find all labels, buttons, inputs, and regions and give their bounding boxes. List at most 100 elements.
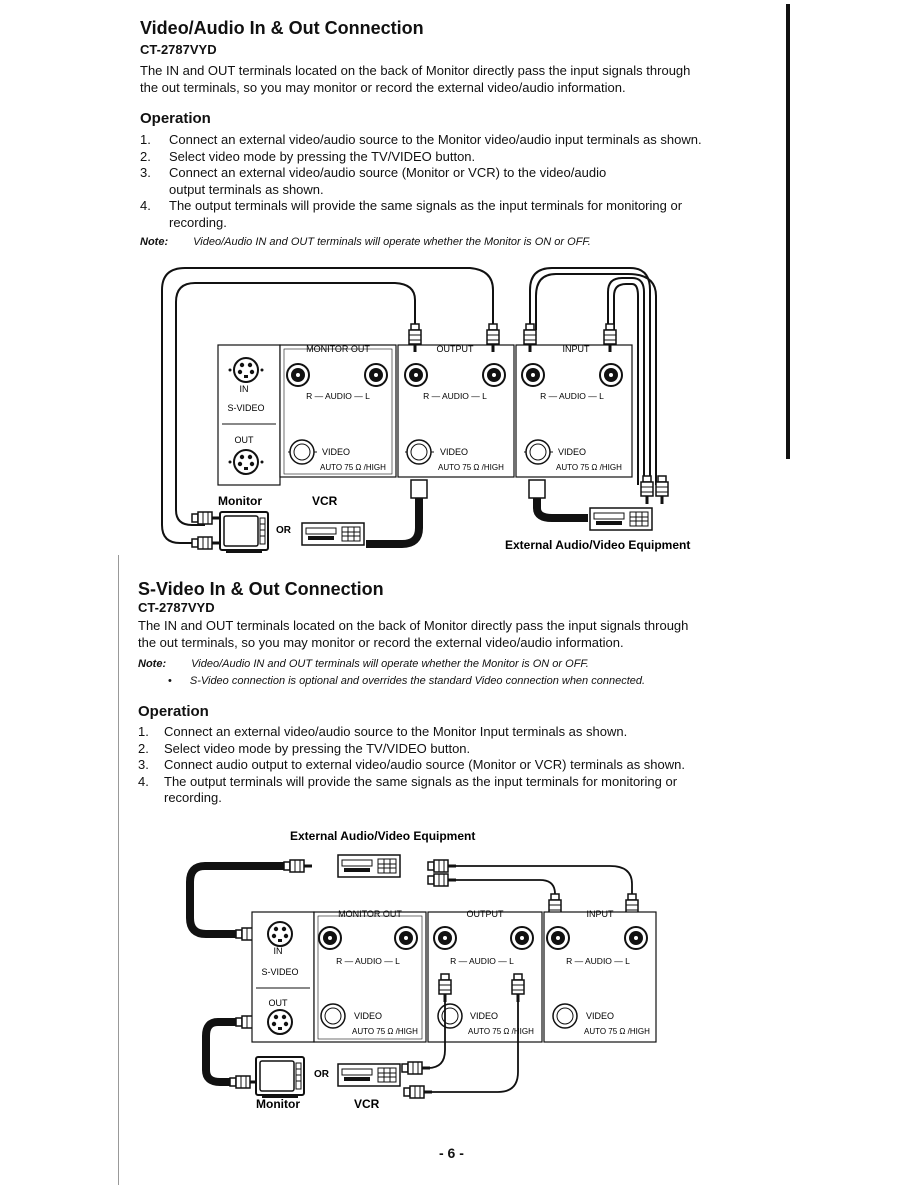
external-equipment-icon bbox=[589, 507, 653, 531]
step-text: The output terminals will provide the sa… bbox=[164, 773, 678, 789]
panel-monitor-out: MONITOR OUT R — AUDIO — L VIDEO AUTO 75 … bbox=[313, 909, 427, 1043]
video-label: VIDEO bbox=[586, 1011, 614, 1021]
step-number: 1. bbox=[140, 132, 151, 147]
right-margin-bar bbox=[786, 4, 790, 459]
bullet-icon: • bbox=[168, 675, 172, 687]
rca-plug-icon bbox=[191, 511, 221, 525]
intro-line: the out terminals, so you may monitor or… bbox=[140, 80, 626, 95]
intro-line: The IN and OUT terminals located on the … bbox=[138, 618, 689, 633]
step-text: The output terminals will provide the sa… bbox=[169, 198, 683, 214]
out-label: OUT bbox=[269, 998, 289, 1008]
monitor-out-label: MONITOR OUT bbox=[306, 344, 370, 354]
step-text: Connect an external video/audio source (… bbox=[169, 165, 607, 181]
cable-monitor-out-loop bbox=[161, 267, 494, 544]
svideo-label: S-VIDEO bbox=[261, 967, 298, 977]
audio-label: R — AUDIO — L bbox=[540, 391, 604, 401]
audio-cable-external-input bbox=[444, 865, 633, 898]
section2-bullet: • S-Video connection is optional and over… bbox=[168, 675, 645, 687]
panel-monitor-out: MONITOR OUT R — AUDIO — L VIDEO AUTO 75 … bbox=[279, 344, 397, 478]
section2-operation-heading: Operation bbox=[138, 703, 209, 720]
intro-line: the out terminals, so you may monitor or… bbox=[138, 635, 624, 650]
step-text: Connect an external video/audio source t… bbox=[169, 132, 702, 147]
in-label: IN bbox=[274, 946, 283, 956]
in-label: IN bbox=[240, 384, 249, 394]
external-equipment-icon bbox=[337, 854, 401, 878]
bullet-text: S-Video connection is optional and overr… bbox=[189, 675, 646, 687]
audio-label: R — AUDIO — L bbox=[423, 391, 487, 401]
section2-intro: The IN and OUT terminals located on the … bbox=[138, 617, 778, 651]
step-item: 4.The output terminals will provide the … bbox=[140, 198, 780, 231]
cable-input-loop bbox=[529, 267, 657, 485]
video-cable-input-external bbox=[528, 479, 588, 522]
step-number: 3. bbox=[138, 757, 149, 773]
auto-label: AUTO 75 Ω /HIGH bbox=[352, 1027, 418, 1036]
left-margin-line bbox=[118, 555, 119, 1185]
auto-label: AUTO 75 Ω /HIGH bbox=[320, 463, 386, 472]
rca-plug-icon bbox=[403, 1085, 433, 1099]
step-text: Connect an external video/audio source t… bbox=[164, 724, 628, 739]
svideo-cable-in bbox=[186, 862, 300, 938]
note-label: Note: bbox=[138, 658, 167, 670]
note-text: Video/Audio IN and OUT terminals will op… bbox=[193, 236, 591, 248]
step-text: output terminals as shown. bbox=[169, 181, 324, 197]
step-item: 3. Connect audio output to external video… bbox=[138, 757, 778, 774]
vcr-icon bbox=[301, 522, 365, 546]
step-item: 2.Select video mode by pressing the TV/V… bbox=[140, 149, 780, 166]
rca-plug-icon bbox=[401, 1061, 431, 1075]
step-number: 2. bbox=[138, 740, 149, 756]
panel-input: INPUT R — AUDIO — L VIDEO AUTO 75 Ω /HIG… bbox=[515, 344, 633, 478]
tv-monitor-icon bbox=[219, 511, 269, 554]
section1-model: CT-2787VYD bbox=[140, 42, 217, 57]
auto-label: AUTO 75 Ω /HIGH bbox=[438, 463, 504, 472]
video-label: VIDEO bbox=[470, 1011, 498, 1021]
intro-line: The IN and OUT terminals located on the … bbox=[140, 63, 691, 78]
out-label: OUT bbox=[235, 435, 255, 445]
auto-label: AUTO 75 Ω /HIGH bbox=[556, 463, 622, 472]
section1-intro: The IN and OUT terminals located on the … bbox=[140, 62, 780, 96]
output-label: OUTPUT bbox=[437, 344, 475, 354]
step-text: recording. bbox=[164, 790, 222, 806]
monitor-out-label: MONITOR OUT bbox=[338, 909, 402, 919]
connection-diagram-2: External Audio/Video Equipment IN S-VIDE… bbox=[186, 829, 657, 1111]
svideo-cable-out bbox=[202, 1018, 252, 1086]
rca-plug-icon bbox=[655, 475, 669, 505]
rca-plug-icon bbox=[427, 873, 457, 887]
step-item: 3.Connect an external video/audio source… bbox=[140, 165, 780, 198]
step-item: 1. Connect an external video/audio source… bbox=[140, 132, 780, 149]
section2-model: CT-2787VYD bbox=[138, 600, 215, 615]
audio-label: R — AUDIO — L bbox=[336, 956, 400, 966]
svideo-label: S-VIDEO bbox=[227, 403, 264, 413]
connection-diagram-1: IN S-VIDEO OUT MONITOR OUT R — AUDIO — L… bbox=[161, 267, 690, 554]
step-item: 2.Select video mode by pressing the TV/V… bbox=[138, 741, 778, 758]
vcr-label: VCR bbox=[354, 1097, 380, 1111]
auto-label: AUTO 75 Ω /HIGH bbox=[468, 1027, 534, 1036]
step-item: 4. The output terminals will provide the … bbox=[138, 774, 778, 807]
page-number: - 6 - bbox=[439, 1145, 464, 1161]
audio-label: R — AUDIO — L bbox=[306, 391, 370, 401]
section1-operation-heading: Operation bbox=[140, 110, 211, 127]
video-label: VIDEO bbox=[558, 447, 586, 457]
step-number: 2. bbox=[140, 148, 151, 164]
video-label: VIDEO bbox=[440, 447, 468, 457]
rca-plug-icon bbox=[427, 859, 457, 873]
video-cable-output-vcr bbox=[366, 479, 428, 548]
panel-input: INPUT R — AUDIO — L VIDEO AUTO 75 Ω /HIG… bbox=[543, 909, 657, 1043]
audio-label: R — AUDIO — L bbox=[566, 956, 630, 966]
note-label: Note: bbox=[140, 236, 169, 248]
video-label: VIDEO bbox=[354, 1011, 382, 1021]
monitor-label: Monitor bbox=[256, 1097, 300, 1111]
external-equipment-label: External Audio/Video Equipment bbox=[290, 829, 475, 843]
or-label: OR bbox=[314, 1069, 330, 1080]
rca-plug-icon bbox=[640, 475, 654, 505]
step-number: 4. bbox=[138, 773, 149, 789]
monitor-label: Monitor bbox=[218, 494, 262, 508]
external-equipment-label: External Audio/Video Equipment bbox=[505, 538, 690, 552]
section2-note: Note: Video/Audio IN and OUT terminals w… bbox=[138, 658, 589, 670]
vcr-icon bbox=[337, 1063, 401, 1087]
step-text: Connect audio output to external video/a… bbox=[164, 757, 685, 773]
vcr-label: VCR bbox=[312, 494, 338, 508]
tv-monitor-icon bbox=[255, 1056, 305, 1099]
svideo-plug-icon bbox=[283, 859, 313, 873]
output-label: OUTPUT bbox=[467, 909, 505, 919]
step-number: 1. bbox=[138, 724, 149, 739]
